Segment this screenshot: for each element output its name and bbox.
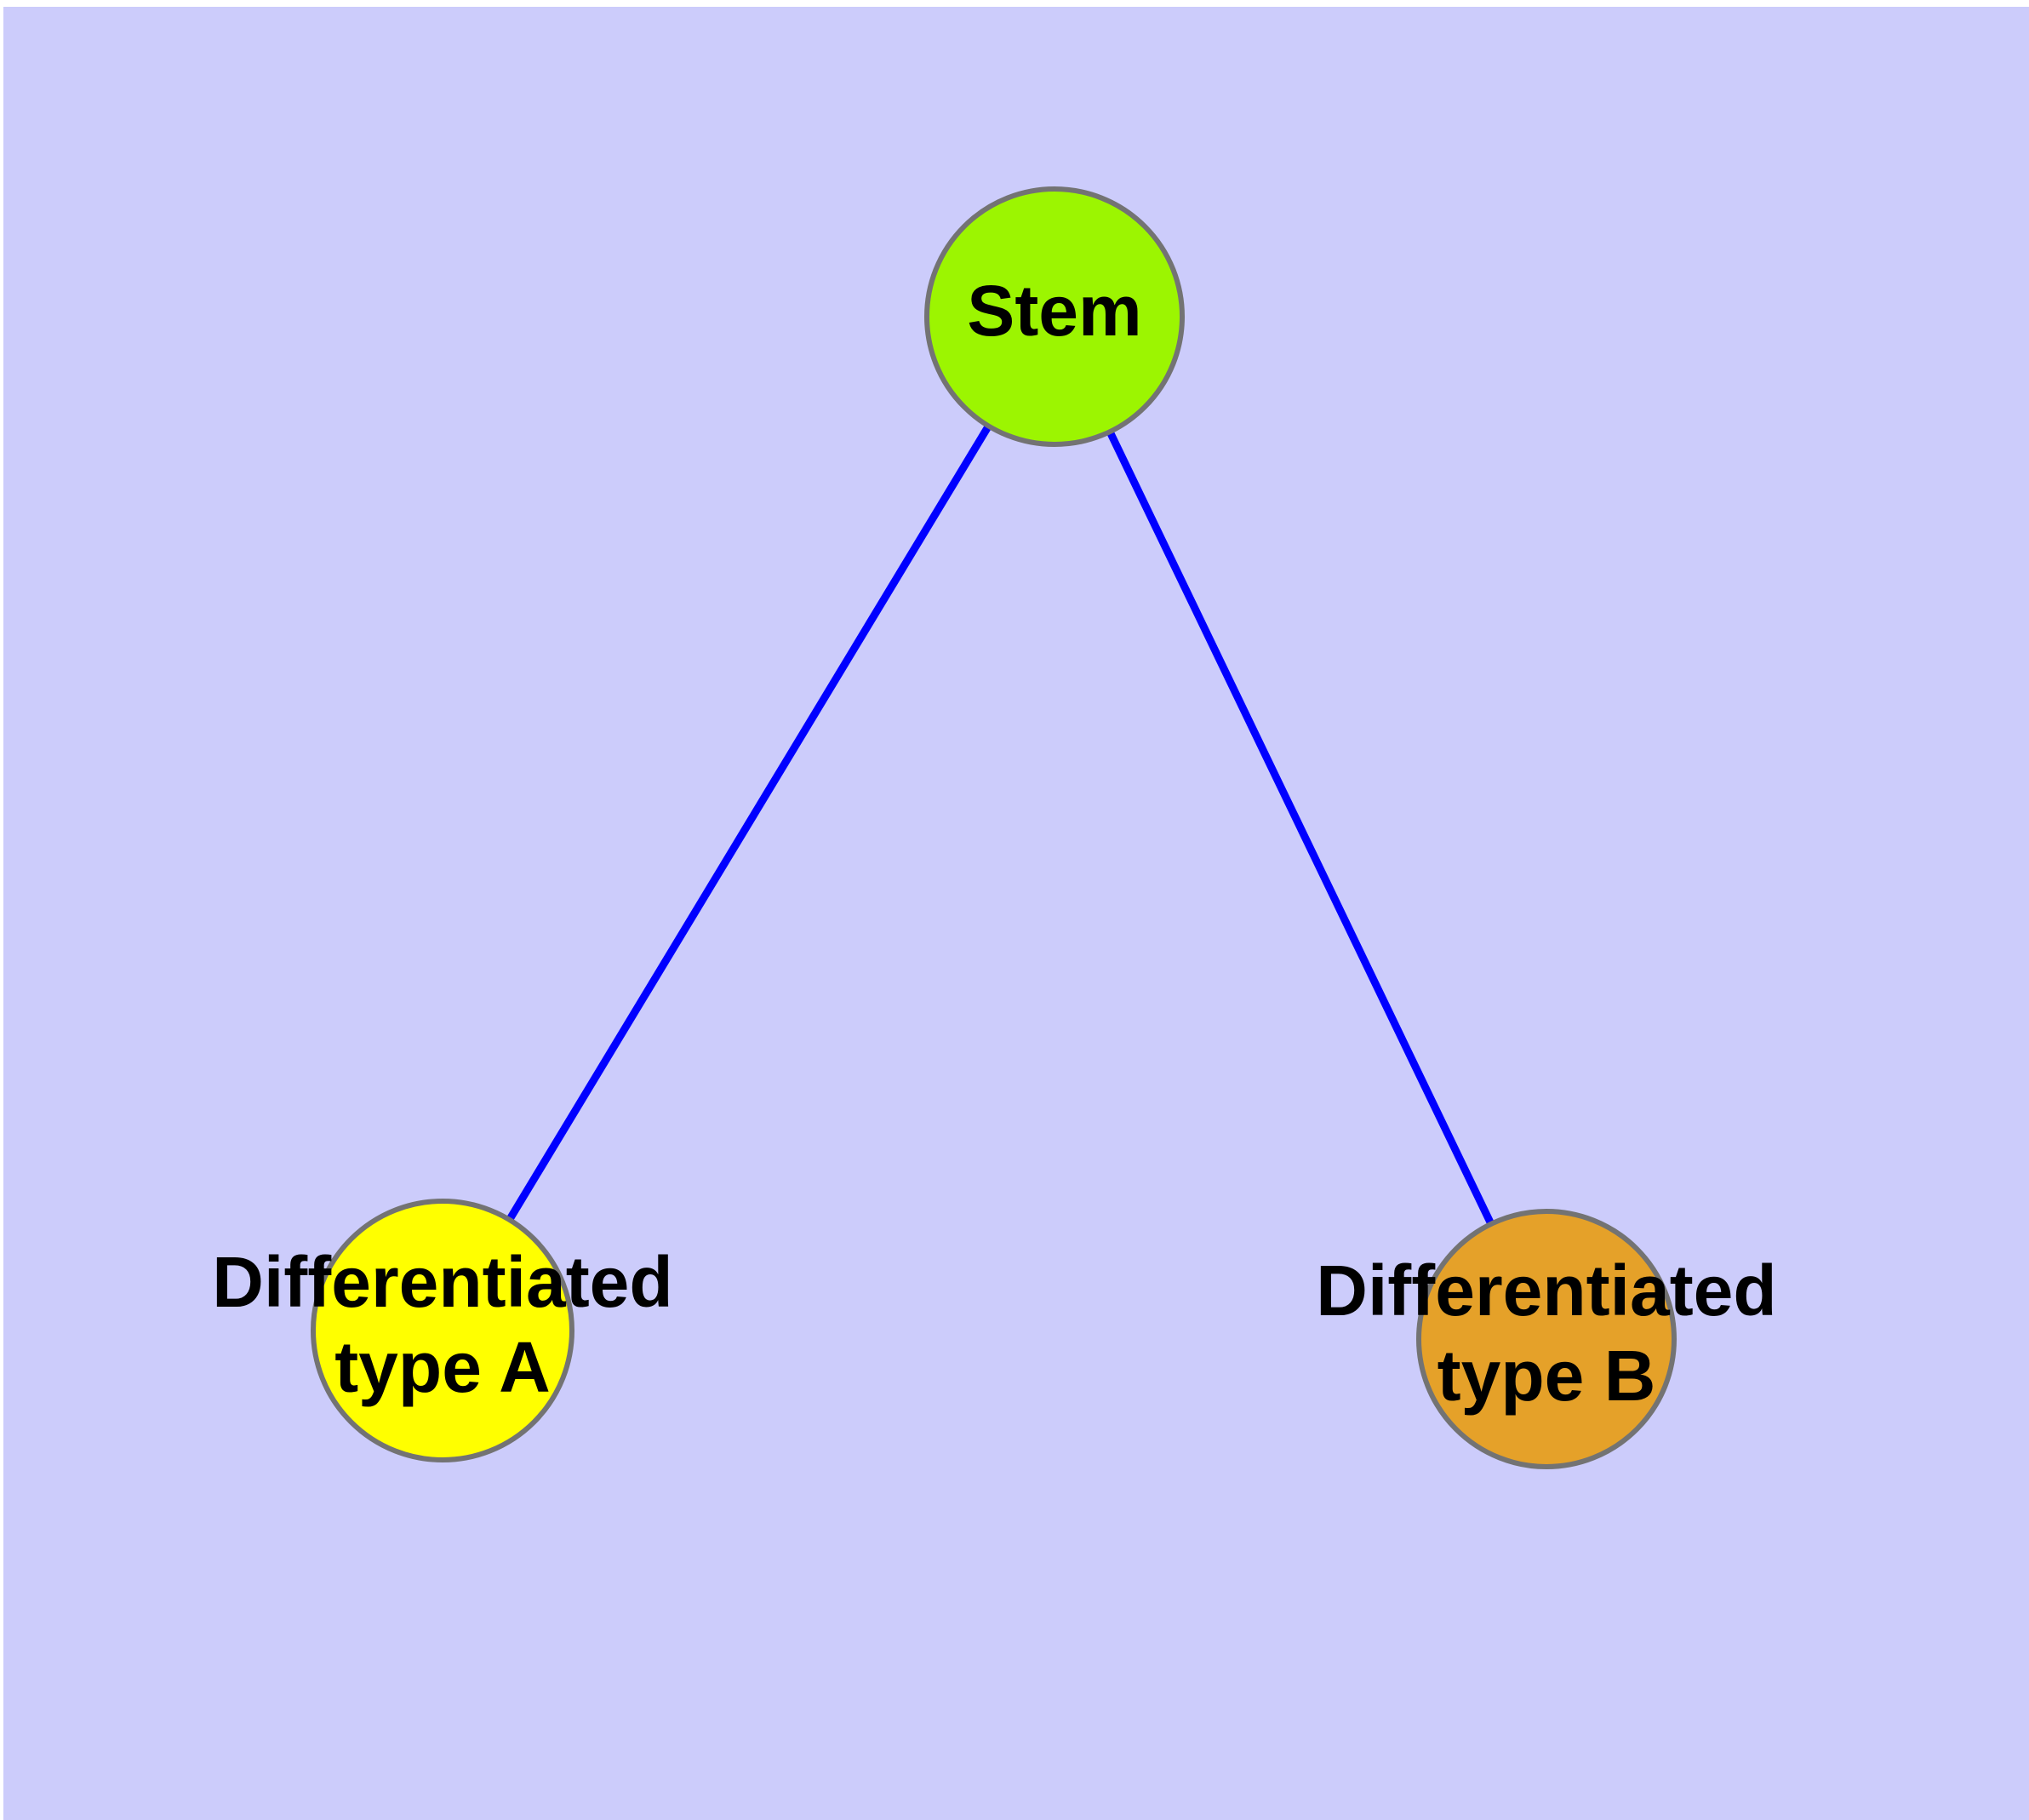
graph-plot-area: Stem Differentiated type A Differentiate… [3, 7, 2029, 1820]
node-differentiated-type-a-label-line1: Differentiated [212, 1242, 672, 1322]
node-differentiated-type-b-circle[interactable] [1416, 1209, 1677, 1469]
edge-stem-to-differentiated-type-a[interactable] [439, 314, 1058, 1333]
node-stem-circle[interactable] [924, 186, 1185, 447]
node-differentiated-type-a-label-line2: type A [334, 1327, 551, 1407]
node-layer: Stem Differentiated type A Differentiate… [212, 186, 1777, 1469]
node-differentiated-type-a-circle[interactable] [311, 1199, 574, 1462]
edge-layer [439, 314, 1551, 1341]
node-stem-label: Stem [967, 271, 1141, 351]
node-differentiated-type-b-label-line2: type B [1437, 1336, 1656, 1416]
edge-stem-to-differentiated-type-b[interactable] [1050, 315, 1551, 1341]
network-graph[interactable]: Stem Differentiated type A Differentiate… [3, 7, 2029, 1820]
node-differentiated-type-a[interactable]: Differentiated type A [212, 1199, 673, 1462]
node-differentiated-type-b[interactable]: Differentiated type B [1316, 1209, 1777, 1469]
node-stem[interactable]: Stem [924, 186, 1185, 447]
node-differentiated-type-b-label-line1: Differentiated [1316, 1251, 1776, 1331]
